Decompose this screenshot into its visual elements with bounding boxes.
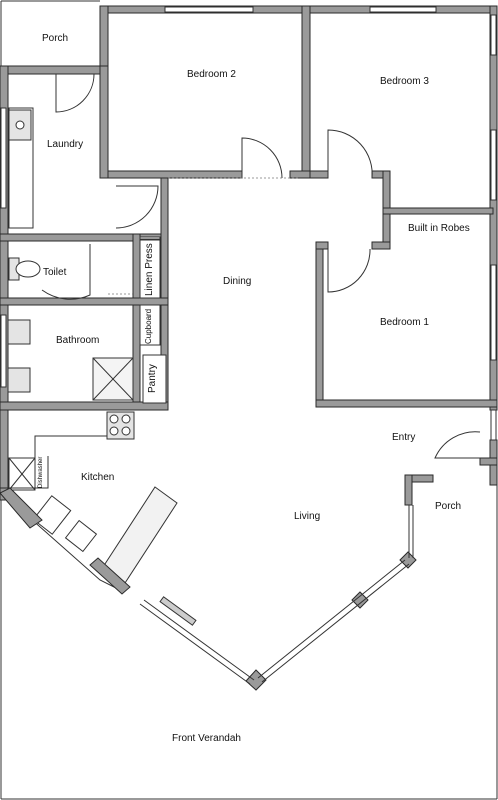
room-label-bedroom-1: Bedroom 1 [380,317,429,328]
room-label-cupboard: Cupboard [144,308,153,344]
front-glazing [139,505,414,685]
room-label-bedroom-3: Bedroom 3 [380,76,429,87]
room-label-porch-top: Porch [42,33,69,44]
room-label-dishwasher: Dishwasher [38,456,44,488]
room-label-porch-side: Porch [435,501,462,512]
fixtures [7,107,167,491]
kitchen-benches [8,412,178,591]
doors [41,73,481,459]
room-label-pantry: Pantry [147,364,158,393]
windows [0,6,497,441]
room-label-bathroom: Bathroom [56,335,100,346]
room-label-laundry: Laundry [47,139,84,150]
room-label-built-in-robes: Built in Robes [408,223,470,234]
room-label-entry: Entry [392,432,416,443]
room-label-kitchen: Kitchen [81,472,115,483]
room-label-toilet: Toilet [43,267,67,278]
room-label-bedroom-2: Bedroom 2 [187,69,236,80]
angled-walls [0,487,417,691]
room-label-dining: Dining [223,276,252,287]
openings [108,177,300,295]
room-label-front-verandah: Front Verandah [172,733,241,744]
room-label-living: Living [294,511,321,522]
room-label-linen-press: Linen Press [144,243,155,296]
walls [0,5,498,506]
